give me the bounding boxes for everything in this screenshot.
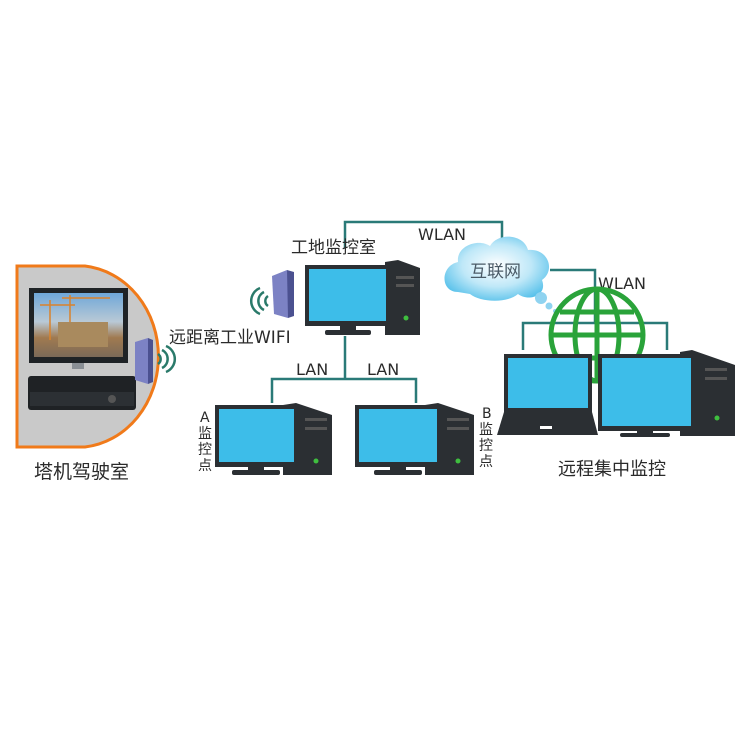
svg-text:A: A	[200, 410, 210, 426]
remote-desktop	[598, 350, 735, 437]
site-antenna	[250, 270, 294, 318]
internet-cloud	[444, 236, 557, 313]
site-computer	[305, 260, 420, 335]
point-b-label: B 监 控 点	[479, 406, 493, 470]
point-a-label: A 监 控 点	[198, 410, 212, 474]
tower-crane-cab	[15, 264, 176, 449]
remote-laptop	[497, 354, 598, 435]
svg-text:控: 控	[198, 442, 212, 458]
wifi-icon	[157, 344, 176, 374]
svg-text:点: 点	[479, 454, 493, 470]
cab-antenna	[135, 338, 153, 384]
svg-text:控: 控	[479, 438, 493, 454]
monitor-point-a-computer	[215, 403, 332, 475]
lan-label-left: LAN	[296, 360, 328, 379]
lan-label-right: LAN	[367, 360, 399, 379]
cab-label: 塔机驾驶室	[34, 461, 129, 483]
monitor-point-b-computer	[355, 403, 474, 475]
wifi-label: 远距离工业WIFI	[169, 328, 291, 348]
svg-text:监: 监	[198, 426, 212, 442]
svg-text:点: 点	[198, 458, 212, 474]
wlan-label-right: WLAN	[598, 274, 646, 293]
wlan-link-site-cloud	[343, 220, 504, 248]
internet-label: 互联网	[470, 262, 521, 282]
lan-bus	[270, 377, 418, 403]
site-room-label: 工地监控室	[291, 238, 376, 258]
svg-text:B: B	[482, 406, 492, 422]
svg-text:监: 监	[479, 422, 493, 438]
remote-label: 远程集中监控	[558, 459, 666, 480]
wifi-icon	[250, 286, 269, 316]
wlan-label-top: WLAN	[418, 225, 466, 244]
